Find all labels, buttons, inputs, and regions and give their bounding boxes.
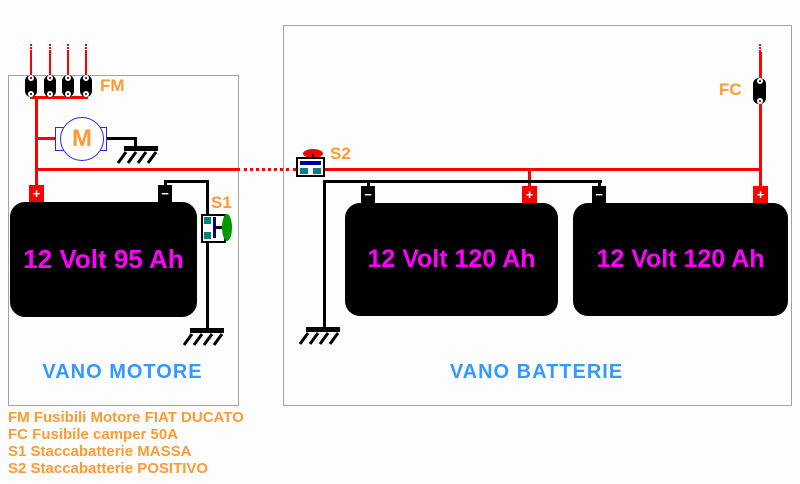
battery-95ah: 12 Volt 95 Ah — [10, 202, 197, 317]
motor-symbol: M — [60, 117, 104, 161]
fm-fuse-3-icon — [62, 75, 74, 97]
fc-label: FC — [719, 80, 742, 99]
fm-fuse-connector-wire — [30, 96, 88, 99]
fm-label: FM — [100, 76, 125, 95]
positive-feed-wire — [35, 96, 38, 188]
battery-120ah-2: 12 Volt 120 Ah — [573, 203, 788, 316]
battery1-negative-stub — [164, 181, 167, 187]
minus-sign: − — [595, 187, 603, 202]
plus-sign: + — [32, 186, 41, 201]
positive-bus-right-wire — [325, 168, 762, 171]
motor-positive-wire — [36, 137, 63, 140]
s2-contact-left — [300, 168, 308, 174]
s1-contact-bottom — [204, 232, 211, 239]
battery1-negative-wire — [164, 180, 209, 183]
fm-lead-4 — [85, 52, 87, 76]
s2-contact-right — [313, 168, 321, 174]
battery1-positive-terminal: + — [29, 185, 44, 203]
battery3-negative-terminal: − — [592, 186, 606, 203]
s1-blade — [213, 217, 216, 238]
fc-lead-dashed — [759, 44, 761, 52]
s2-switch-body — [296, 157, 325, 177]
battery-95ah-label: 12 Volt 95 Ah — [23, 244, 184, 274]
s2-blade — [300, 161, 321, 165]
engine-compartment-caption: VANO MOTORE — [42, 361, 203, 383]
fc-lower-wire — [759, 104, 762, 187]
motor-ground-wire-h — [100, 137, 137, 140]
s1-lower-wire — [206, 242, 209, 330]
legend-line-fm: FM Fusibili Motore FIAT DUCATO — [8, 409, 244, 426]
negative-ground-drop-wire — [323, 180, 326, 329]
fm-fuse-1-icon — [25, 75, 37, 97]
battery3-negative-stub — [598, 183, 601, 188]
fc-fuse-icon — [753, 78, 766, 104]
s2-knob — [303, 149, 323, 158]
motor-ground-wire-v — [134, 137, 137, 148]
minus-sign: − — [364, 187, 372, 202]
battery2-positive-wire — [528, 171, 531, 187]
battery2-negative-stub — [367, 183, 370, 188]
fm-lead-dashed-3 — [67, 44, 69, 52]
fm-lead-1 — [30, 52, 32, 76]
battery-120ah-1-label: 12 Volt 120 Ah — [367, 245, 536, 273]
battery-compartment-caption: VANO BATTERIE — [449, 361, 624, 383]
s1-switch-icon — [201, 213, 235, 243]
s1-knob — [222, 214, 232, 241]
battery-120ah-1: 12 Volt 120 Ah — [345, 203, 558, 316]
fm-lead-dashed-1 — [30, 44, 32, 52]
s1-lever — [216, 226, 224, 229]
s1-label: S1 — [211, 193, 232, 212]
fm-fuse-4-icon — [80, 75, 92, 97]
fc-upper-wire — [759, 52, 762, 78]
battery-120ah-2-label: 12 Volt 120 Ah — [596, 245, 765, 273]
legend-line-s1: S1 Staccabatterie MASSA — [8, 443, 192, 460]
fm-lead-dashed-2 — [49, 44, 51, 52]
positive-bus-dotted-wire — [237, 168, 296, 171]
fm-lead-3 — [67, 52, 69, 76]
battery-compartment-box — [283, 25, 792, 406]
s2-switch-icon — [295, 143, 331, 179]
plus-sign: + — [525, 187, 534, 202]
battery3-positive-terminal: + — [753, 186, 768, 203]
fm-lead-dashed-4 — [85, 44, 87, 52]
positive-bus-left-wire — [36, 168, 237, 171]
battery2-positive-terminal: + — [522, 186, 537, 203]
fm-lead-2 — [49, 52, 51, 76]
s1-upper-wire — [206, 180, 209, 215]
battery2-negative-terminal: − — [361, 186, 375, 203]
engine-compartment-box — [8, 75, 239, 406]
s2-label: S2 — [330, 144, 351, 163]
fm-fuse-2-icon — [44, 75, 56, 97]
plus-sign: + — [756, 187, 765, 202]
negative-bus-wire — [323, 180, 602, 183]
battery1-negative-terminal: − — [158, 185, 172, 203]
motor-ground-icon — [116, 146, 158, 164]
legend-line-s2: S2 Staccabatterie POSITIVO — [8, 460, 209, 477]
legend: FM Fusibili Motore FIAT DUCATO FC Fusibi… — [8, 409, 244, 477]
battery-bank-ground-icon — [298, 327, 340, 345]
s1-contact-top — [204, 217, 211, 224]
minus-sign: − — [161, 186, 169, 201]
legend-line-fc: FC Fusibile camper 50A — [8, 426, 179, 443]
battery1-ground-icon — [182, 328, 224, 346]
